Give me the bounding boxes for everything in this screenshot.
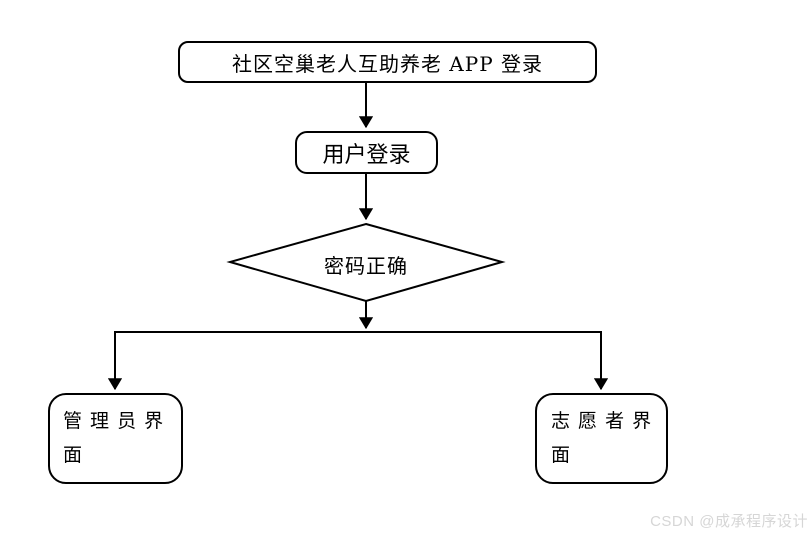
- flow-node-admin-ui: 管 理 员 界 面: [48, 393, 183, 484]
- flow-node-volunteer-ui: 志 愿 者 界 面: [535, 393, 668, 484]
- csdn-watermark: CSDN @成承程序设计: [650, 513, 808, 530]
- decision-label: 密码正确: [324, 254, 408, 278]
- flow-node-user-login: 用户登录: [295, 131, 438, 174]
- flow-node-app-login: 社区空巢老人互助养老 APP 登录: [178, 41, 597, 83]
